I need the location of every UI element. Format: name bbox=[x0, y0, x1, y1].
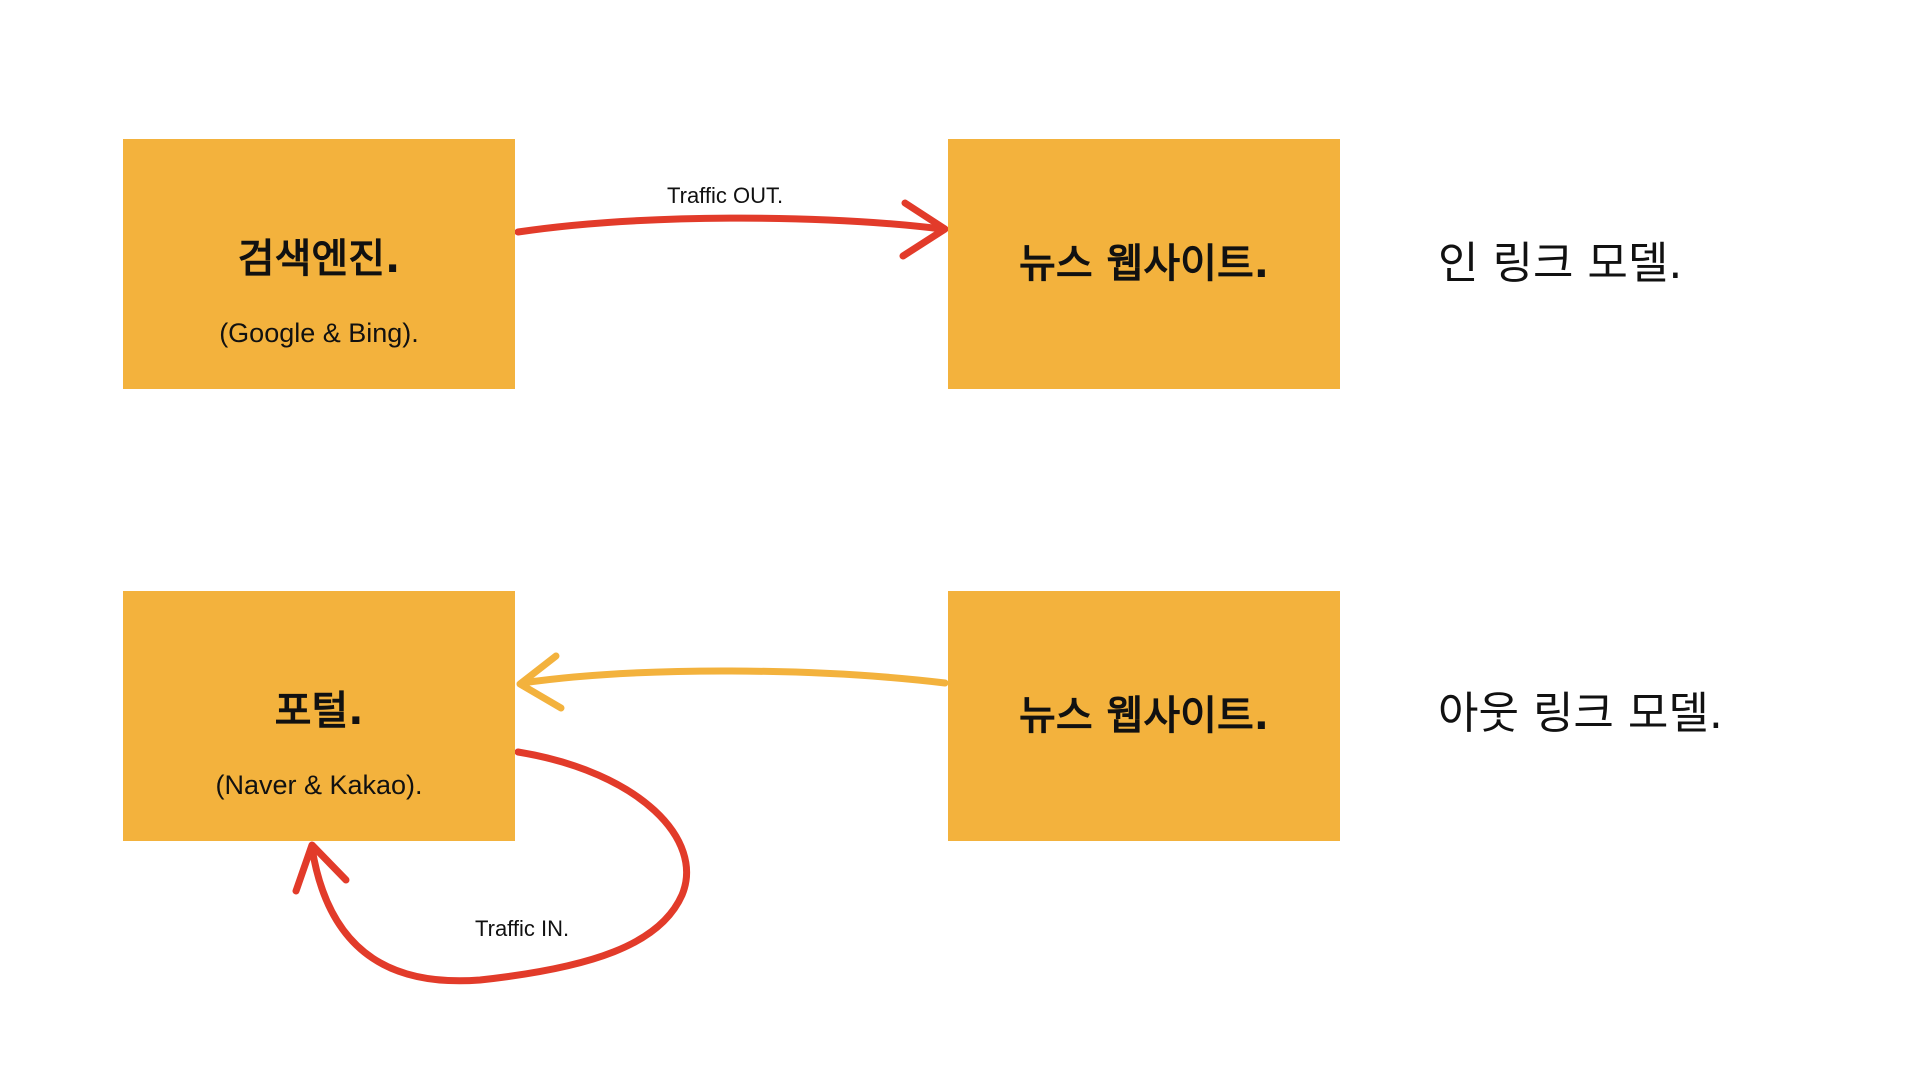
outlink-arrow-shaft bbox=[518, 667, 949, 687]
out-link-model-label: 아웃 링크 모델. bbox=[1438, 688, 1723, 739]
news-website-box-top: 뉴스 웹사이트. bbox=[948, 139, 1340, 389]
traffic-out-arrow-head bbox=[899, 199, 949, 260]
portal-title: 포털. bbox=[274, 688, 364, 734]
news-website-box-bottom: 뉴스 웹사이트. bbox=[948, 591, 1340, 841]
search-engine-subtitle: (Google & Bing). bbox=[219, 318, 419, 348]
traffic-in-loop-arrow-head bbox=[292, 841, 350, 895]
news-website-title-top: 뉴스 웹사이트. bbox=[1019, 241, 1269, 287]
portal-box: 포털. (Naver & Kakao). bbox=[123, 591, 515, 841]
portal-subtitle: (Naver & Kakao). bbox=[215, 770, 423, 800]
in-link-model-label: 인 링크 모델. bbox=[1438, 238, 1683, 289]
news-website-title-bottom: 뉴스 웹사이트. bbox=[1019, 693, 1269, 739]
traffic-out-arrow bbox=[514, 199, 949, 260]
traffic-in-label: Traffic IN. bbox=[475, 916, 570, 941]
traffic-out-label: Traffic OUT. bbox=[667, 183, 784, 208]
search-engine-title: 검색엔진. bbox=[237, 236, 401, 282]
traffic-out-arrow-shaft bbox=[514, 214, 946, 236]
outlink-arrow-head bbox=[516, 652, 565, 712]
search-engine-box: 검색엔진. (Google & Bing). bbox=[123, 139, 515, 389]
outlink-arrow bbox=[516, 652, 949, 712]
